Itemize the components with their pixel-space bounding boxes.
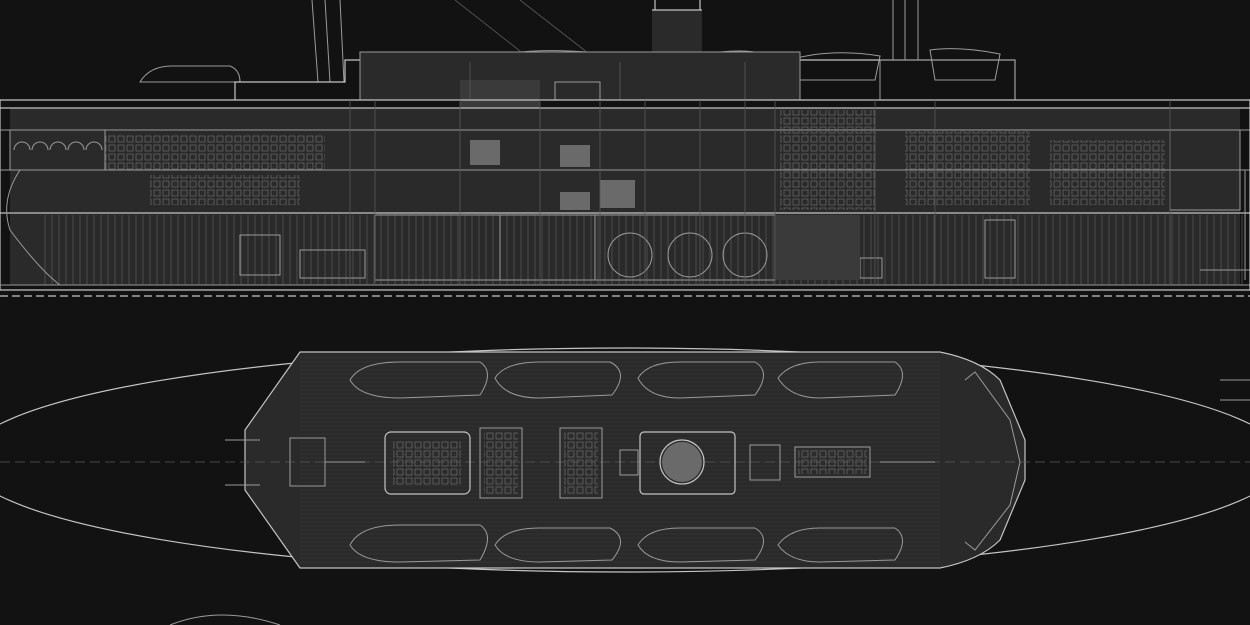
cabin-grid-forward bbox=[9, 129, 325, 205]
deck-hatches bbox=[225, 427, 935, 499]
deck-lifeboats-upper bbox=[349, 361, 903, 399]
engine-rooms bbox=[239, 140, 1016, 281]
masts bbox=[311, 0, 919, 83]
side-elevation-view bbox=[0, 0, 1250, 297]
deck-lifeboats-lower bbox=[349, 524, 903, 563]
bulkheads bbox=[349, 100, 1171, 285]
lower-plan-fragment bbox=[169, 614, 281, 625]
deck-plan-view bbox=[0, 347, 1250, 573]
cabin-grid-aft bbox=[780, 110, 1241, 211]
